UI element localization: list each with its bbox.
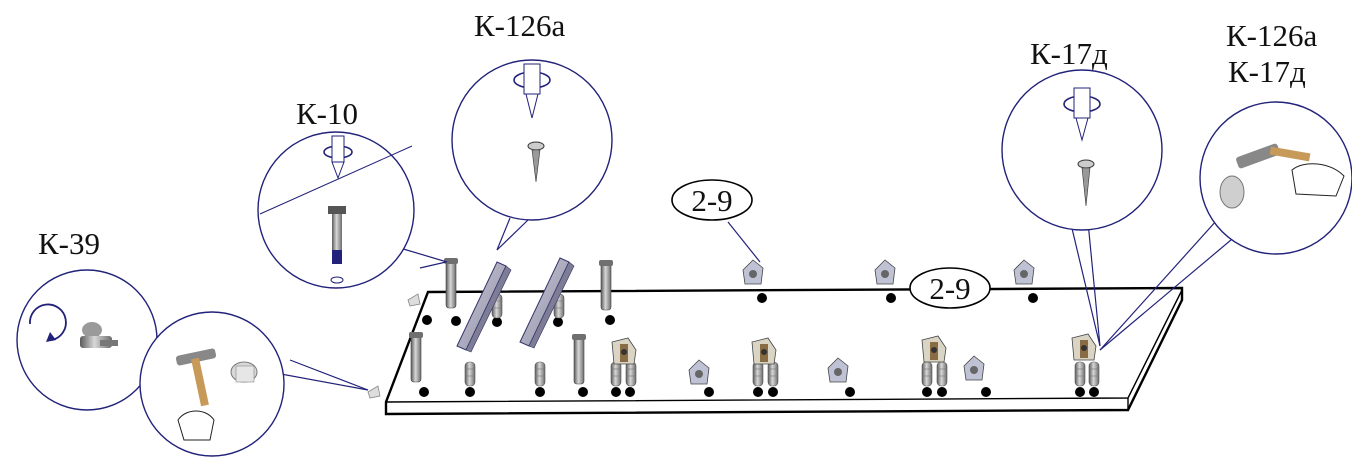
drawer-rail-right [519,257,575,349]
screwdriver-icon [513,63,551,119]
screwdriver-k17d-icon [1063,87,1101,142]
callout-lines [269,209,1251,391]
small-dowel-left [367,293,421,399]
callout-k126a [451,59,613,221]
svg-text:2-9: 2-9 [929,271,970,306]
part-oval-right: 2-9 [909,267,991,309]
callout-hammer-left [139,311,285,457]
label-k17d-combo: К-17д [1228,54,1306,89]
label-k10: К-10 [296,96,358,131]
hole-markers [419,293,1099,397]
hammer-icon [175,348,258,441]
drawer-rail-left [456,261,512,353]
hammer-right-icon [1219,143,1345,209]
bolt-k10-icon [328,206,346,284]
screw-k17d-icon [1077,159,1095,207]
screw-icon [527,141,545,183]
label-k126a: К-126а [474,8,566,43]
callout-k17d [1001,69,1163,231]
callout-hammer-right [1199,101,1352,255]
panel-board [384,286,1184,416]
svg-text:2-9: 2-9 [691,183,732,218]
label-k17d: К-17д [1030,36,1108,71]
knob-icon [80,322,118,348]
screwdriver-rotate-icon [259,135,413,215]
hardware-parts [367,257,1100,399]
label-k126a-combo: К-126а [1226,18,1318,53]
part-oval-left: 2-9 [671,179,753,221]
rotate-arrow-icon [29,303,67,342]
label-k39: К-39 [38,226,100,261]
